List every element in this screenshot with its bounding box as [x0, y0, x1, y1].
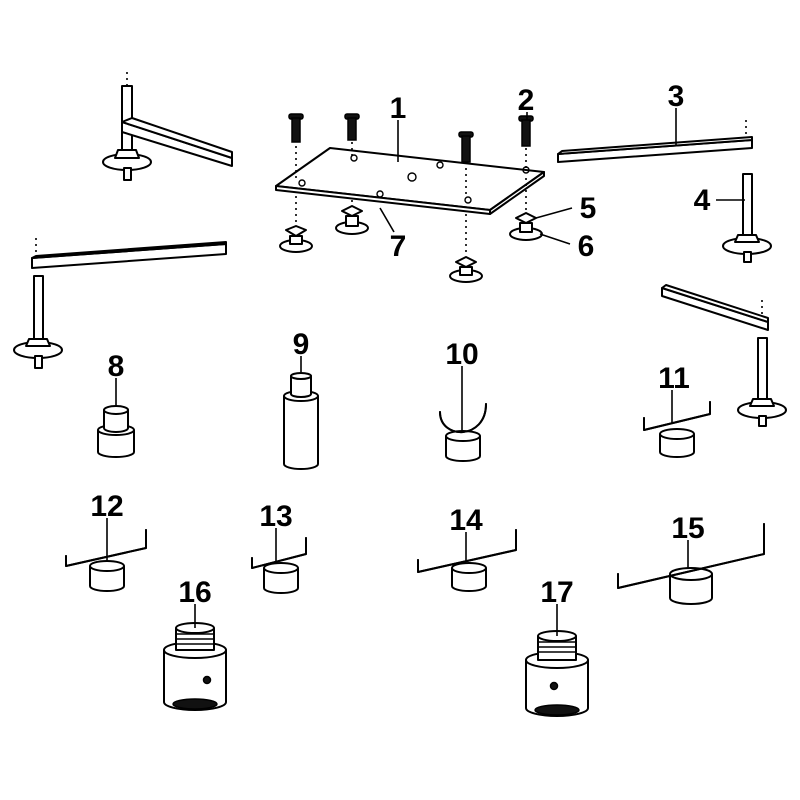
callout-10: 10 — [445, 338, 478, 371]
screw-a — [288, 113, 304, 178]
arm-bar — [557, 120, 753, 163]
callout-7: 7 — [390, 230, 407, 263]
cradle-13 — [251, 537, 307, 594]
threaded-adapter-16 — [163, 622, 227, 711]
mounting-plate-assembly — [275, 113, 545, 283]
callout-15: 15 — [671, 512, 704, 545]
callout-17: 17 — [540, 576, 573, 609]
cradle-15 — [617, 523, 765, 605]
callout-2: 2 — [518, 84, 535, 117]
cradle-11 — [643, 401, 711, 458]
callout-14: 14 — [449, 504, 483, 537]
left-arm-assembly — [13, 238, 227, 369]
screw-c — [458, 131, 474, 196]
callout-16: 16 — [178, 576, 211, 609]
screw-d — [518, 115, 534, 168]
top-left-arm-assembly — [102, 72, 233, 181]
adapter-9 — [283, 372, 319, 470]
cradle-10 — [439, 403, 487, 462]
clip-and-foot-front — [449, 214, 483, 283]
callout-9: 9 — [293, 328, 310, 361]
threaded-adapter-17 — [525, 630, 589, 717]
callout-6: 6 — [578, 230, 595, 263]
callout-3: 3 — [668, 80, 685, 113]
right-arm-assembly — [661, 284, 787, 427]
callout-11: 11 — [658, 362, 690, 395]
callout-5: 5 — [580, 192, 597, 225]
adapter-8 — [97, 405, 135, 458]
callout-8: 8 — [108, 350, 125, 383]
callout-4: 4 — [694, 184, 711, 217]
callout-12: 12 — [90, 490, 123, 523]
callout-leaders — [106, 108, 745, 636]
callout-1: 1 — [390, 92, 407, 125]
cradle-14 — [417, 529, 517, 592]
screw-b — [344, 113, 360, 156]
clip-and-foot-mid — [335, 200, 369, 235]
rod-with-base — [722, 173, 772, 263]
clip-and-foot-left — [279, 196, 313, 253]
cradle-12 — [65, 529, 147, 592]
callout-labels: 1 2 3 4 5 6 7 8 9 10 11 12 13 14 15 16 1… — [90, 80, 710, 609]
callout-13: 13 — [259, 500, 292, 533]
